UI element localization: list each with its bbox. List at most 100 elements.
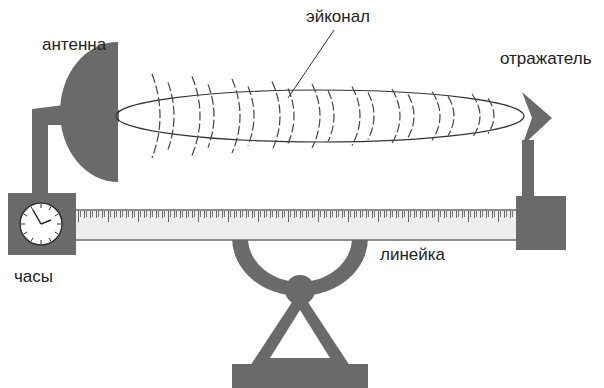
ruler-tick: [396, 211, 397, 218]
ruler-tick: [492, 211, 493, 218]
wavefront: [248, 86, 254, 145]
ruler-tick: [372, 211, 373, 218]
ruler-tick: [408, 211, 409, 222]
clock-tick: [55, 232, 58, 234]
clock-tick: [49, 238, 51, 241]
ruler-tick: [288, 211, 289, 222]
ruler-tick: [312, 211, 313, 218]
ruler-tick: [108, 211, 109, 222]
wavefront: [408, 94, 414, 137]
wavefront: [152, 74, 160, 158]
antenna-label: антенна: [42, 36, 106, 55]
ruler-tick: [390, 211, 391, 218]
wavefront: [232, 79, 240, 153]
ruler-tick: [504, 211, 505, 218]
clock-tick: [21, 224, 25, 225]
ruler-tick: [444, 211, 445, 218]
ruler-tick: [216, 211, 217, 218]
ruler: [75, 210, 520, 240]
ruler-tick: [510, 211, 511, 218]
wavefront: [312, 84, 320, 148]
ruler-tick: [192, 211, 193, 218]
ruler-tick: [402, 211, 403, 218]
eikonal-label: эйконал: [306, 8, 370, 27]
wavefronts: [152, 74, 494, 158]
ruler-tick: [354, 211, 355, 218]
ruler-tick: [378, 211, 379, 222]
ruler-tick: [342, 211, 343, 218]
ruler-tick: [486, 211, 487, 218]
ruler-tick: [438, 211, 439, 222]
ruler-tick: [174, 211, 175, 218]
ruler-tick: [234, 211, 235, 218]
ruler-tick: [168, 211, 169, 222]
ruler-tick: [120, 211, 121, 218]
ruler-tick: [210, 211, 211, 218]
ruler-tick: [456, 211, 457, 218]
ruler-tick: [450, 211, 451, 218]
clock-tick: [57, 224, 61, 225]
ruler-tick: [336, 211, 337, 218]
ruler-tick: [420, 211, 421, 218]
wavefront: [192, 77, 200, 156]
ruler-tick: [318, 211, 319, 222]
eikonal-ellipse: [116, 90, 524, 142]
clock-tick: [24, 232, 27, 234]
ruler-tick: [432, 211, 433, 218]
ruler-tick: [90, 211, 91, 218]
ruler-tick: [330, 211, 331, 218]
clock-label: часы: [14, 268, 53, 287]
clock-tick: [31, 238, 33, 241]
ruler-tick: [258, 211, 259, 222]
ruler-tick: [426, 211, 427, 218]
ruler-tick: [228, 211, 229, 222]
ruler-tick: [114, 211, 115, 218]
ruler-tick: [252, 211, 253, 218]
ruler-tick: [240, 211, 241, 218]
ruler-tick: [144, 211, 145, 218]
ruler-tick: [366, 211, 367, 218]
clock-tick: [41, 204, 42, 208]
wavefront: [168, 82, 174, 149]
clock-tick: [55, 214, 58, 216]
clock: [20, 203, 62, 245]
ruler-tick: [84, 211, 85, 218]
ruler-tick: [324, 211, 325, 218]
wavefront: [352, 87, 360, 146]
ruler-tick: [294, 211, 295, 218]
wavefront: [488, 98, 494, 133]
clock-tick: [41, 240, 42, 244]
ruler-tick: [264, 211, 265, 218]
ruler-tick: [78, 211, 79, 222]
ruler-tick: [306, 211, 307, 218]
wavefront: [392, 89, 400, 143]
ruler-tick: [186, 211, 187, 218]
ruler-tick: [162, 211, 163, 218]
clock-tick: [31, 207, 33, 210]
ruler-tick: [198, 211, 199, 222]
ruler-tick: [414, 211, 415, 218]
ruler-label: линейка: [380, 246, 445, 265]
ruler-tick: [222, 211, 223, 218]
wavefront: [472, 94, 480, 138]
antenna-dish: [60, 42, 118, 182]
ruler-tick: [498, 211, 499, 222]
wavefront: [448, 96, 454, 135]
wavefront: [432, 92, 440, 141]
clock-tick: [49, 207, 51, 210]
ruler-tick: [102, 211, 103, 218]
wavefront: [368, 92, 374, 139]
reflector-label: отражатель: [500, 50, 592, 69]
ruler-tick: [468, 211, 469, 222]
wavefront: [272, 82, 280, 151]
ruler-tick: [276, 211, 277, 218]
ruler-tick: [360, 211, 361, 218]
ruler-tick: [246, 211, 247, 218]
stand: [232, 238, 368, 388]
ruler-tick: [462, 211, 463, 218]
wavefront: [328, 90, 334, 141]
ruler-tick: [270, 211, 271, 218]
leader-line: [288, 30, 334, 98]
ruler-tick: [96, 211, 97, 218]
